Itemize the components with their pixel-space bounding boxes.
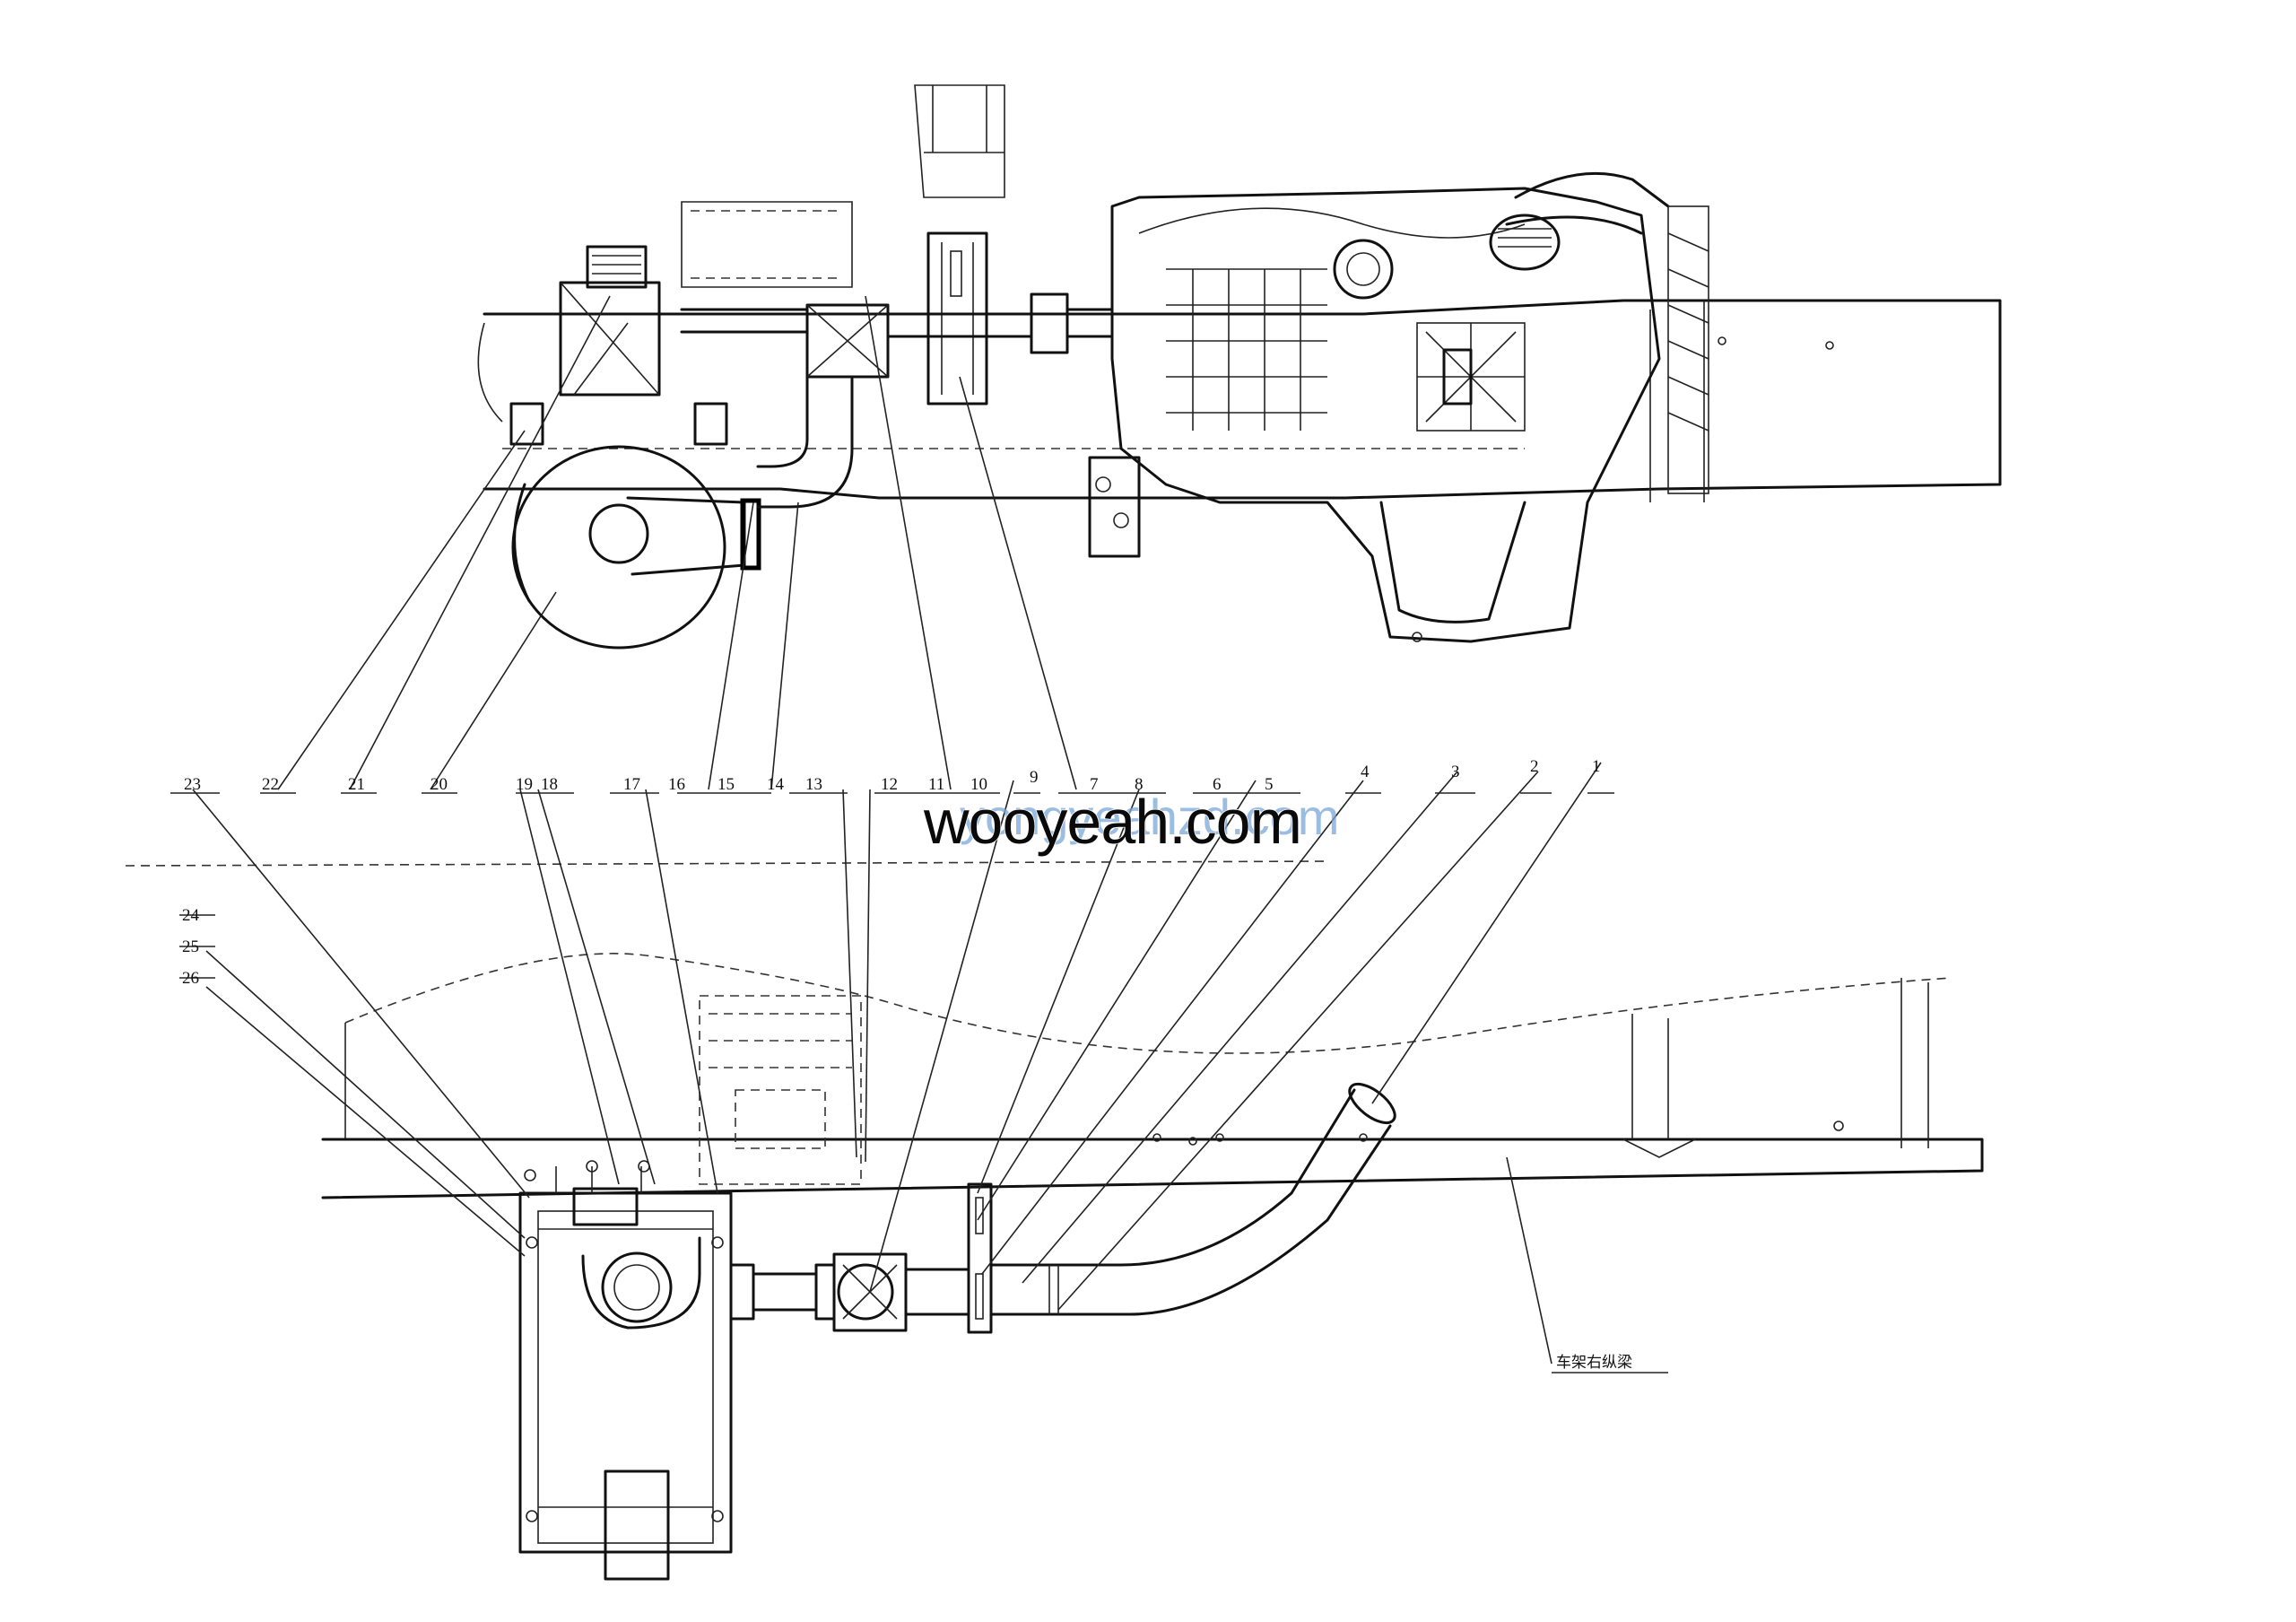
callout-13: 13 xyxy=(805,775,822,794)
leader-lines xyxy=(170,295,1668,1373)
callout-10: 10 xyxy=(970,775,987,794)
watermark-primary: wooyeah.com xyxy=(923,787,1301,857)
top-view xyxy=(477,84,2002,650)
watermark-secondary: yongyeahzd.com xyxy=(960,789,1339,845)
callout-26: 26 xyxy=(182,969,199,988)
bottom-view xyxy=(125,860,1984,1581)
callout-24: 24 xyxy=(182,906,200,925)
callout-7: 7 xyxy=(1090,775,1099,794)
callout-6: 6 xyxy=(1213,775,1222,794)
callout-23: 23 xyxy=(184,775,201,794)
callout-8: 8 xyxy=(1135,775,1144,794)
watermark: yongyeahzd.com wooyeah.com xyxy=(922,786,1339,858)
callout-4: 4 xyxy=(1361,763,1370,781)
callout-22: 22 xyxy=(262,775,279,794)
callout-19: 19 xyxy=(516,775,533,794)
callout-20: 20 xyxy=(430,775,448,794)
callout-25: 25 xyxy=(182,937,199,956)
callout-3: 3 xyxy=(1451,763,1460,781)
callout-5: 5 xyxy=(1265,775,1274,794)
callout-15: 15 xyxy=(718,775,735,794)
callout-21: 21 xyxy=(348,775,365,794)
callout-1: 1 xyxy=(1592,757,1601,776)
callout-17: 17 xyxy=(623,775,640,794)
callout-2: 2 xyxy=(1530,757,1539,776)
callout-numbers: 23 22 21 20 19 18 17 16 15 14 13 12 11 1… xyxy=(182,757,1632,1372)
callout-9: 9 xyxy=(1030,768,1039,787)
callout-14: 14 xyxy=(767,775,785,794)
callout-11: 11 xyxy=(928,775,944,794)
frame-right-rail-note: 车架右纵梁 xyxy=(1556,1354,1632,1372)
callout-16: 16 xyxy=(668,775,685,794)
callout-12: 12 xyxy=(881,775,898,794)
callout-18: 18 xyxy=(541,775,558,794)
